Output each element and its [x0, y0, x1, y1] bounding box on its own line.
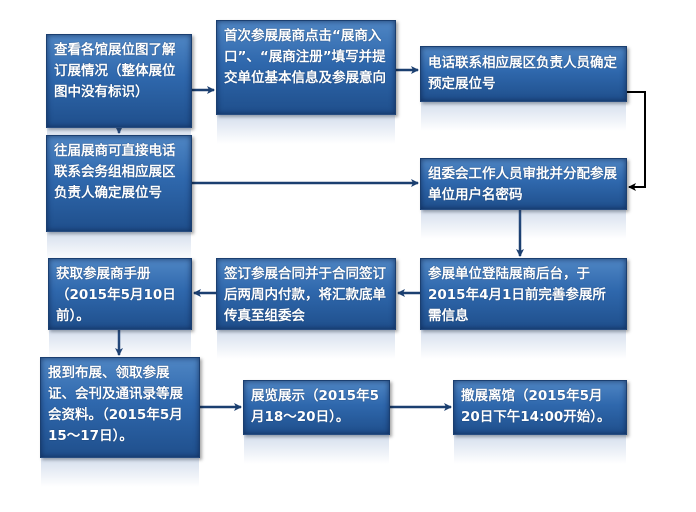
- step-call-contact: 电话联系相应展区负责人员确定预定展位号: [420, 46, 627, 131]
- step-login-backend: 参展单位登陆展商后台，于2015年4月1日前完善参展所需信息: [420, 258, 627, 359]
- step-first-time-register: 首次参展展商点击“展商入口”、“展商注册”填写并提交单位基本信息及参展意向: [216, 20, 396, 144]
- step-sign-contract: 签订参展合同并于合同签订后两周内付款，将汇款底单传真至组委会: [216, 258, 396, 359]
- arrow-3-5: [627, 91, 646, 191]
- step-teardown: 撤展离馆（2015年5月20日下午14:00开始）。: [453, 380, 627, 464]
- step-exhibition: 展览展示（2015年5月18～20日）。: [243, 380, 390, 464]
- step-check-in: 报到布展、领取参展证、会刊及通讯录等展会资料。（2015年5月15～17日）。: [40, 357, 200, 487]
- step-get-manual: 获取参展商手册（2015年5月10日前）。: [48, 258, 192, 359]
- step-view-booth-map: 查看各馆展位图了解订展情况（整体展位图中没有标识）: [46, 34, 192, 157]
- step-committee-approve: 组委会工作人员审批并分配参展单位用户名密码: [420, 158, 627, 239]
- step-past-exhibitor: 往届展商可直接电话联系会务组相应展区负责人确定展位号: [46, 135, 192, 261]
